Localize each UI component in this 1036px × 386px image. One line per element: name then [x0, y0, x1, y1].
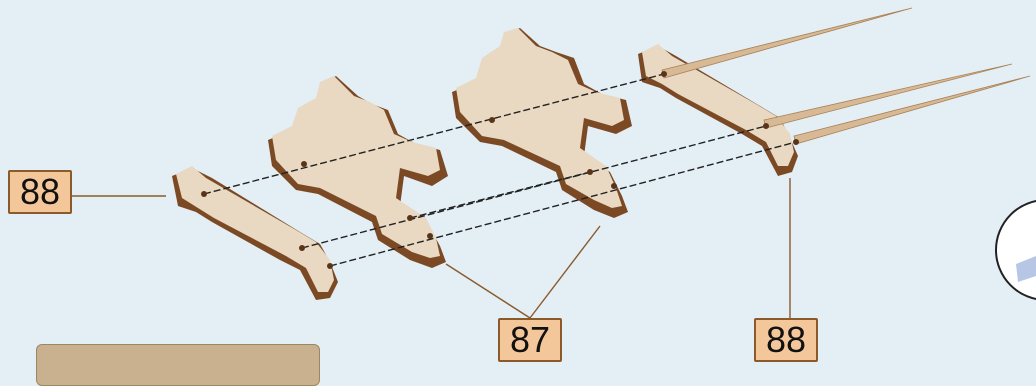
leader-lines [72, 178, 791, 319]
instruction-panel-thumbnail [36, 344, 320, 386]
part-88-right [638, 44, 798, 176]
callout-part-87: 87 [498, 318, 562, 362]
skewer-middle [763, 63, 1013, 129]
callout-part-88-right: 88 [754, 318, 818, 362]
zoom-detail-circle-icon [995, 200, 1036, 300]
part-88-left [172, 166, 338, 300]
alignment-lines [203, 73, 797, 267]
skewer-top [661, 7, 913, 79]
peg-holes [201, 71, 799, 269]
assembly-diagram [72, 7, 1036, 319]
part-87-a [268, 76, 448, 268]
callout-part-88-left: 88 [8, 170, 72, 214]
skewers [661, 7, 1031, 145]
part-87-b [452, 28, 632, 218]
